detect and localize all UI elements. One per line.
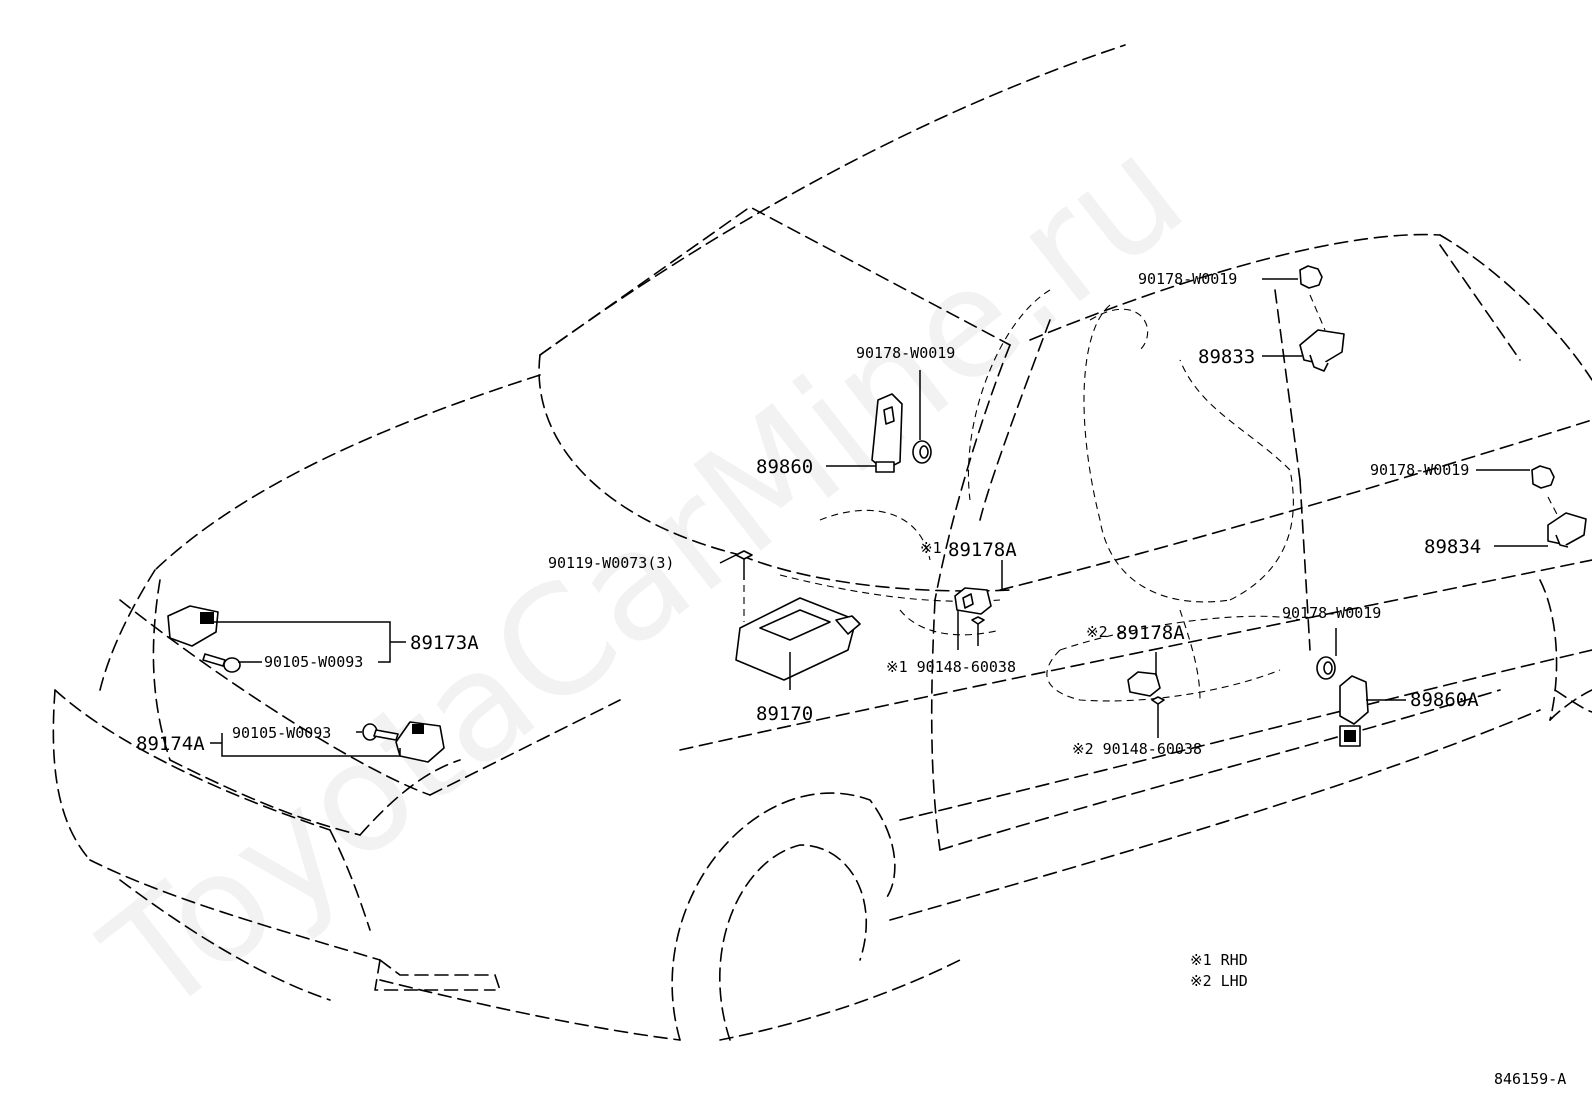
label-90119-w0073: 90119-W0073(3): [548, 554, 674, 572]
label-90178-w0019-lower: 90178-W0019: [1282, 604, 1381, 622]
label-89860a: 89860A: [1410, 689, 1479, 711]
label-90178-w0019-top: 90178-W0019: [1138, 270, 1237, 288]
clip-90178-top-part: [1299, 265, 1326, 331]
label-90105-w0093-upper: 90105-W0093: [264, 653, 363, 671]
label-89833: 89833: [1198, 346, 1255, 368]
label-89178a-lhd: 89178A: [1116, 622, 1185, 644]
ecu-89170-part: [735, 597, 861, 681]
label-90178-w0019-center: 90178-W0019: [856, 344, 955, 362]
label-90148-60038-lhd: ※2 90148-60038: [1072, 740, 1202, 758]
sensor-89860a-part: [1339, 675, 1369, 747]
bolt-90148-rhd-part: [971, 616, 985, 646]
grommet-90178-lower-part: [1316, 656, 1336, 680]
bolt-90119-part: [735, 550, 753, 622]
label-89170: 89170: [756, 703, 813, 725]
bolt-90105-lower-part: [362, 723, 399, 741]
clip-90178-right-part: [1531, 465, 1561, 521]
bracket-89178a-rhd-part: [954, 587, 992, 615]
bolt-90148-lhd-part: [1151, 696, 1165, 726]
label-89178a-rhd-mark: ※1: [920, 539, 942, 557]
bracket-89178a-lhd-part: [1127, 671, 1161, 697]
label-90178-w0019-right: 90178-W0019: [1370, 461, 1469, 479]
label-90148-60038-rhd: ※1 90148-60038: [886, 658, 1016, 676]
bolt-90105-upper-part: [202, 653, 241, 673]
grommet-90178-center-part: [912, 440, 932, 464]
sensor-89860-part: [871, 393, 903, 473]
sensor-89173a-part: [167, 605, 219, 647]
sensor-89833-part: [1299, 329, 1345, 372]
note-lhd: ※2 LHD: [1190, 972, 1248, 990]
car-outline: [52, 44, 1592, 1041]
label-90105-w0093-lower: 90105-W0093: [232, 724, 331, 742]
label-89860: 89860: [756, 456, 813, 478]
label-89178a-rhd: 89178A: [948, 539, 1017, 561]
leader-lines: [210, 278, 1548, 757]
label-89178a-lhd-mark: ※2: [1086, 623, 1108, 641]
label-89174a: 89174A: [136, 733, 205, 755]
sensor-89834-part: [1547, 512, 1587, 548]
label-89834: 89834: [1424, 536, 1481, 558]
label-89173a: 89173A: [410, 632, 479, 654]
diagram-id: 846159-A: [1494, 1070, 1566, 1088]
note-rhd: ※1 RHD: [1190, 951, 1248, 969]
watermark-text: ToyotaCarMine.ru: [74, 104, 1215, 1048]
